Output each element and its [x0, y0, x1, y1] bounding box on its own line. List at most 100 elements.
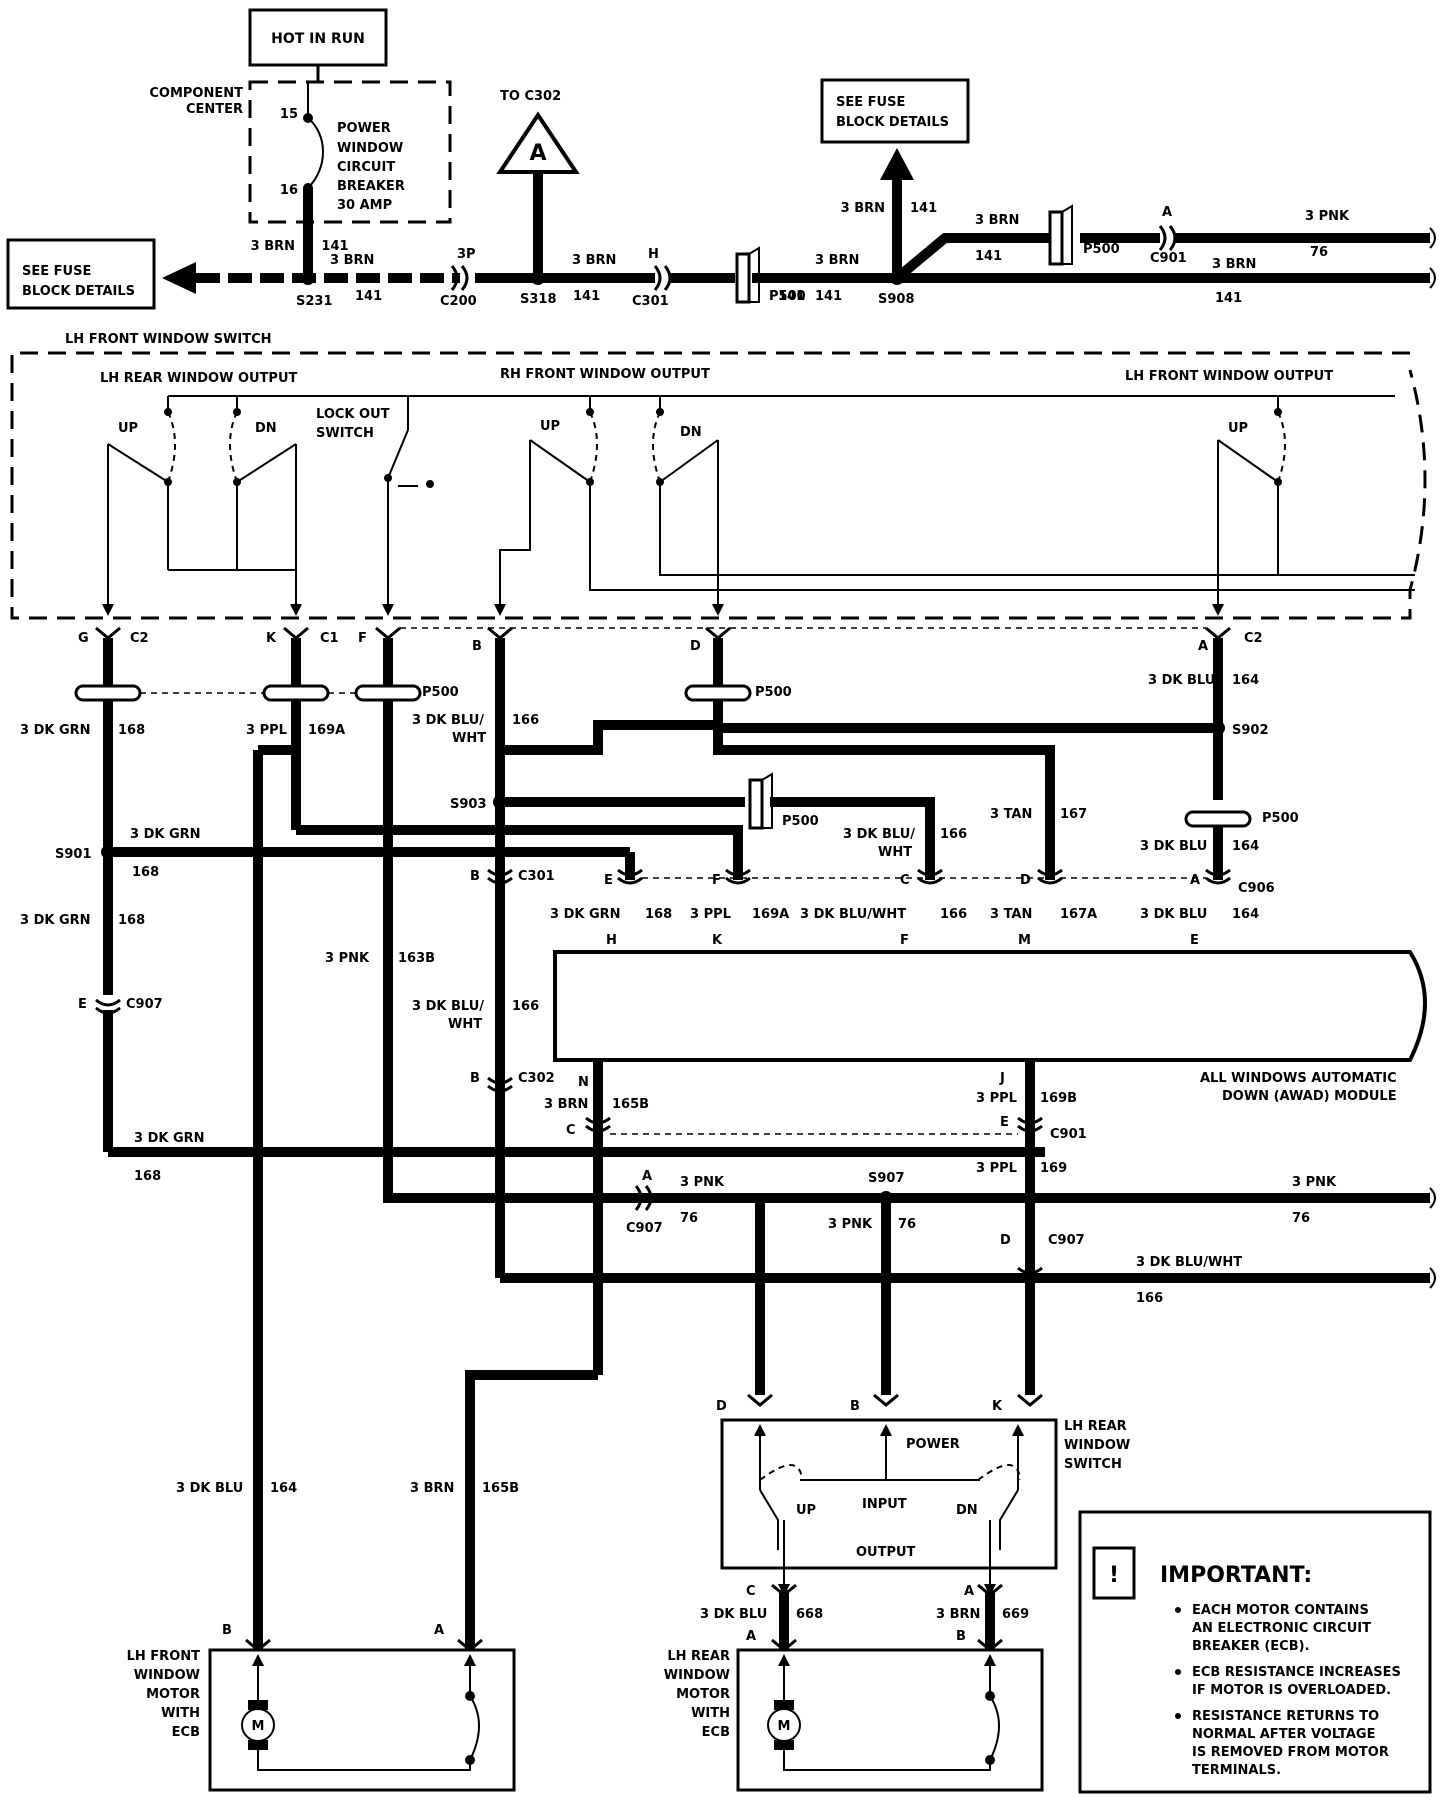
svg-text:ECB: ECB [702, 1725, 730, 1740]
svg-text:E: E [604, 873, 613, 888]
svg-text:3 PNK: 3 PNK [1305, 209, 1350, 224]
svg-text:C2: C2 [1244, 631, 1263, 646]
svg-text:3 DK BLU/WHT: 3 DK BLU/WHT [1136, 1255, 1242, 1270]
svg-text:WINDOW: WINDOW [1064, 1438, 1130, 1453]
svg-text:G: G [78, 631, 89, 646]
svg-text:169: 169 [1040, 1161, 1067, 1176]
svg-text:ALL WINDOWS AUTOMATIC: ALL WINDOWS AUTOMATIC [1200, 1071, 1397, 1086]
svg-text:163B: 163B [398, 951, 435, 966]
svg-text:IS REMOVED FROM MOTOR: IS REMOVED FROM MOTOR [1192, 1745, 1389, 1760]
svg-text:141: 141 [815, 289, 842, 304]
svg-text:141: 141 [321, 239, 348, 254]
component-center-box [248, 80, 452, 224]
svg-text:SWITCH: SWITCH [1064, 1457, 1122, 1472]
svg-text:ECB RESISTANCE INCREASES: ECB RESISTANCE INCREASES [1192, 1665, 1401, 1680]
svg-text:76: 76 [1310, 245, 1328, 260]
svg-text:F: F [358, 631, 367, 646]
lh-front-output-switch: UP [1212, 396, 1286, 616]
svg-text:169A: 169A [752, 907, 789, 922]
arrow-left-icon [162, 262, 196, 294]
svg-text:C1: C1 [320, 631, 339, 646]
svg-text:3 BRN: 3 BRN [572, 253, 616, 268]
svg-text:141: 141 [573, 289, 600, 304]
svg-text:168: 168 [645, 907, 672, 922]
svg-text:141: 141 [778, 289, 805, 304]
svg-text:164: 164 [1232, 907, 1259, 922]
connector-c901-top: A C901 [1150, 205, 1187, 266]
svg-text:P500: P500 [422, 685, 459, 700]
svg-text:3 BRN: 3 BRN [410, 1481, 454, 1496]
svg-text:UP: UP [540, 419, 560, 434]
svg-text:3 DK BLU: 3 DK BLU [700, 1607, 767, 1622]
to-c302-triangle: A TO C302 [496, 89, 580, 174]
connector-p500-top2: P500 [1048, 204, 1120, 266]
svg-text:C200: C200 [440, 294, 477, 309]
svg-text:S907: S907 [868, 1171, 905, 1186]
svg-text:DN: DN [956, 1503, 978, 1518]
connector-c200: 3P C200 [440, 247, 477, 309]
svg-text:BREAKER: BREAKER [337, 179, 405, 194]
see-fuse-top-box: SEE FUSE BLOCK DETAILS [820, 78, 970, 144]
svg-text:C901: C901 [1050, 1127, 1087, 1142]
svg-text:669: 669 [1002, 1607, 1029, 1622]
svg-text:3 TAN: 3 TAN [990, 807, 1032, 822]
svg-text:3 DK BLU/: 3 DK BLU/ [412, 999, 484, 1014]
svg-text:C301: C301 [632, 294, 669, 309]
svg-text:169B: 169B [1040, 1091, 1077, 1106]
svg-text:76: 76 [1292, 1211, 1310, 1226]
svg-text:A: A [642, 1169, 652, 1184]
svg-text:E: E [1000, 1115, 1009, 1130]
svg-text:S231: S231 [296, 294, 333, 309]
svg-text:166: 166 [940, 827, 967, 842]
svg-text:NORMAL AFTER VOLTAGE: NORMAL AFTER VOLTAGE [1192, 1727, 1375, 1742]
svg-text:D: D [1000, 1233, 1011, 1248]
svg-text:D: D [690, 639, 701, 654]
svg-text:RESISTANCE RETURNS TO: RESISTANCE RETURNS TO [1192, 1709, 1379, 1724]
svg-text:IF MOTOR IS OVERLOADED.: IF MOTOR IS OVERLOADED. [1192, 1683, 1391, 1698]
svg-text:A: A [1190, 873, 1200, 888]
svg-text:C901: C901 [1150, 251, 1187, 266]
svg-text:A: A [1162, 205, 1172, 220]
svg-text:N: N [578, 1075, 589, 1090]
svg-text:LH REAR: LH REAR [667, 1649, 730, 1664]
svg-text:LH FRONT: LH FRONT [127, 1649, 201, 1664]
svg-text:D: D [1020, 873, 1031, 888]
awad-module: ALL WINDOWS AUTOMATIC DOWN (AWAD) MODULE [553, 950, 1427, 1104]
svg-text:H: H [648, 247, 659, 262]
svg-text:3 BRN: 3 BRN [975, 213, 1019, 228]
lh-rear-output-switch: UP DN [102, 396, 302, 616]
svg-text:MOTOR: MOTOR [676, 1687, 730, 1702]
connector-c301-top: H C301 [632, 247, 672, 309]
svg-text:141: 141 [975, 249, 1002, 264]
svg-text:SWITCH: SWITCH [316, 426, 374, 441]
svg-text:3 BRN: 3 BRN [841, 201, 885, 216]
svg-text:IMPORTANT:: IMPORTANT: [1160, 1563, 1312, 1588]
lh-rear-window-motor: LH REAR WINDOW MOTOR WITH ECB M [664, 1648, 1044, 1792]
arrow-up-icon [880, 148, 914, 180]
svg-text:166: 166 [512, 713, 539, 728]
svg-text:3 PNK: 3 PNK [1292, 1175, 1337, 1190]
svg-text:3 PNK: 3 PNK [680, 1175, 725, 1190]
p500-connectors: P500 P500 P500 P500 [74, 684, 1299, 830]
lh-front-switch-title: LH FRONT WINDOW SWITCH [65, 332, 272, 347]
svg-text:3 BRN: 3 BRN [936, 1607, 980, 1622]
svg-text:166: 166 [512, 999, 539, 1014]
svg-text:76: 76 [680, 1211, 698, 1226]
svg-text:C907: C907 [1048, 1233, 1085, 1248]
svg-text:C906: C906 [1238, 881, 1275, 896]
svg-text:3 DK GRN: 3 DK GRN [130, 827, 201, 842]
rh-front-output-switch: UP DN [494, 396, 1415, 616]
svg-text:M: M [778, 1719, 791, 1734]
svg-text:3 DK BLU: 3 DK BLU [1140, 907, 1207, 922]
svg-text:WITH: WITH [691, 1706, 730, 1721]
svg-text:S903: S903 [450, 797, 487, 812]
power-window-circuit-breaker: 15 16 POWER WINDOW CIRCUIT BREAKER 30 AM… [280, 82, 405, 213]
svg-text:TERMINALS.: TERMINALS. [1192, 1763, 1281, 1778]
svg-text:WHT: WHT [448, 1017, 482, 1032]
component-center-label: COMPONENT CENTER [149, 86, 243, 117]
svg-text:POWER: POWER [906, 1437, 960, 1452]
svg-text:3 DK GRN: 3 DK GRN [134, 1131, 205, 1146]
svg-text:167: 167 [1060, 807, 1087, 822]
svg-text:!: ! [1109, 1563, 1119, 1588]
svg-text:S901: S901 [55, 847, 92, 862]
